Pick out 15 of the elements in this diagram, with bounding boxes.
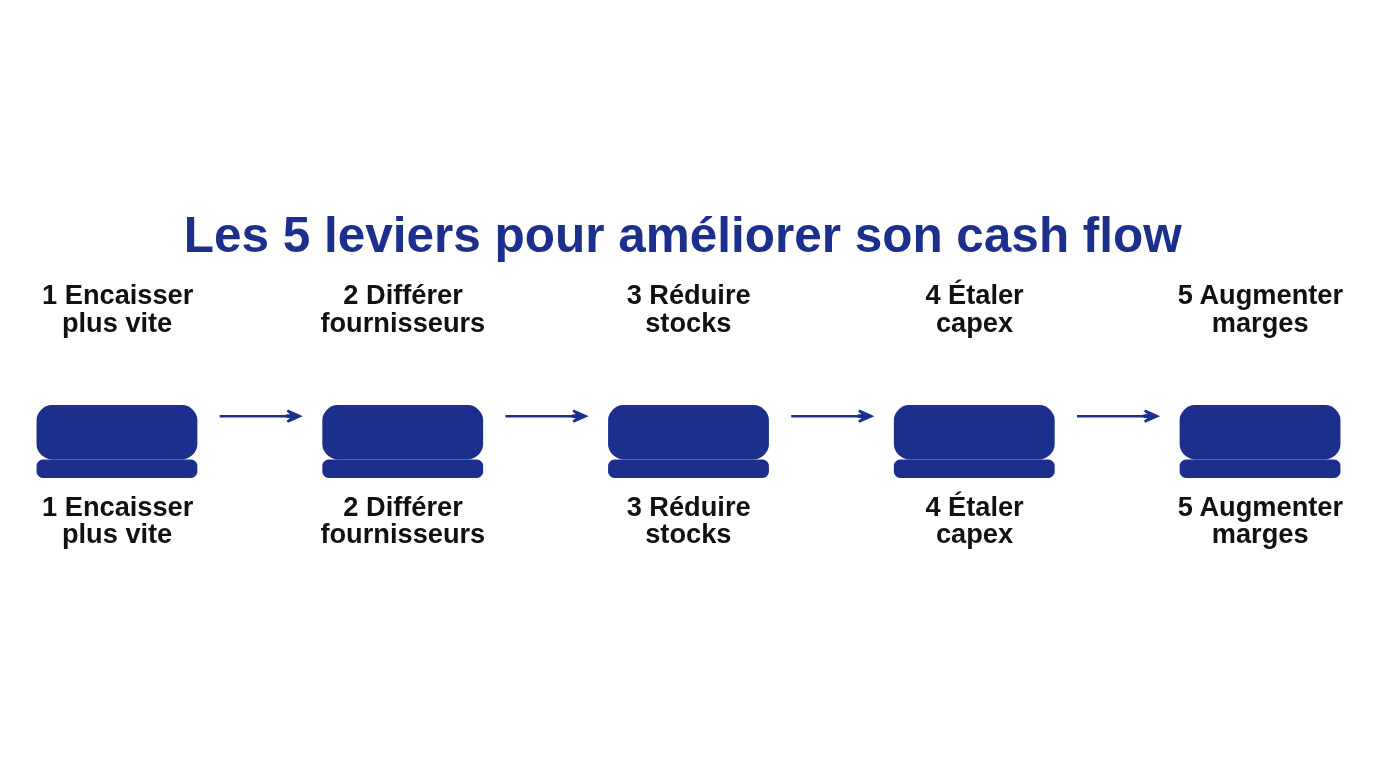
diagram-title: Les 5 leviers pour améliorer son cash flow (183, 207, 1182, 263)
node-label: 5 Augmenter marges (1177, 279, 1343, 338)
node-label: 4 Étaler capex (924, 490, 1024, 550)
node-label: 2 Différer fournisseurs (319, 490, 485, 550)
node-label: 4 Étaler capex (924, 279, 1024, 338)
arrow (790, 409, 873, 423)
node-label: 2 Différer fournisseurs (319, 279, 485, 338)
node-label: 5 Augmenter marges (1177, 490, 1343, 550)
arrow (504, 409, 587, 423)
arrow (1076, 409, 1158, 423)
node-label: 3 Réduire stocks (626, 490, 751, 550)
node-label: 1 Encaisser plus vite (41, 490, 193, 550)
arrow (219, 409, 301, 423)
node-label: 1 Encaisser plus vite (41, 279, 193, 338)
node-label: 3 Réduire stocks (626, 279, 751, 338)
